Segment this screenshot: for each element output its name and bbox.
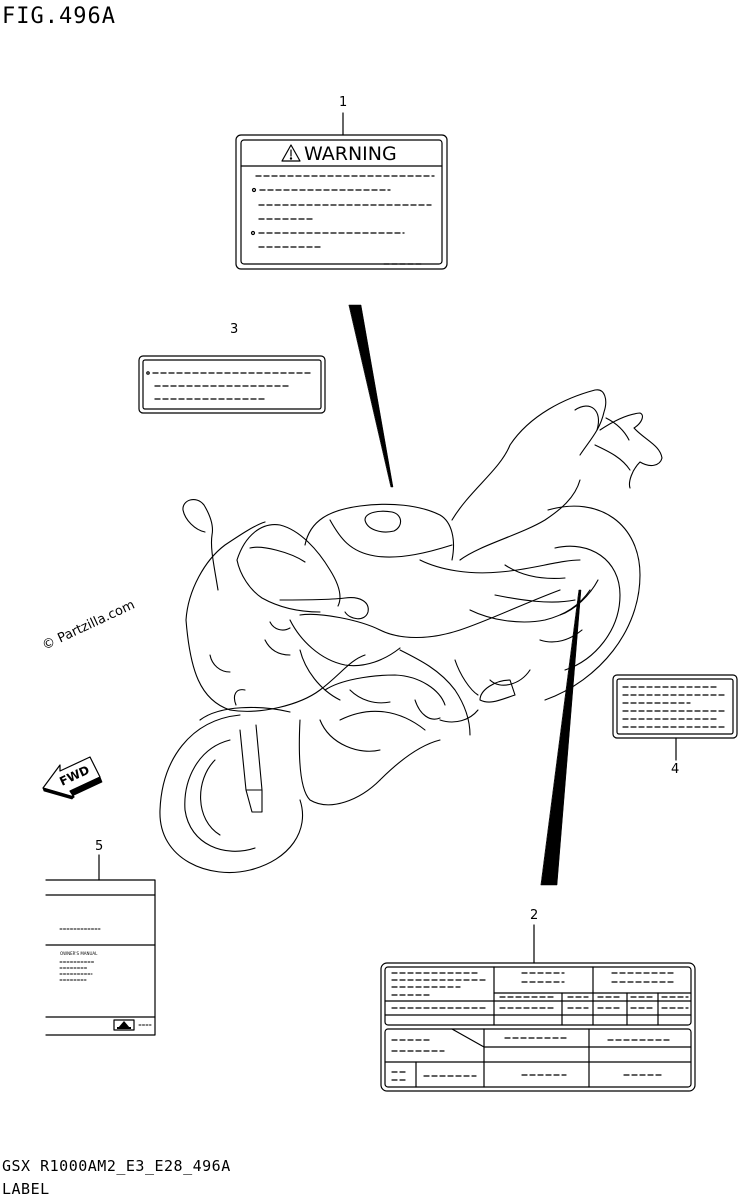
label-part-4[interactable]	[612, 674, 738, 761]
manufacturer-logo-icon	[113, 1019, 135, 1031]
forward-direction-arrow: FWD	[42, 756, 103, 800]
figure-title: FIG.496A	[2, 4, 116, 29]
pointer-wedge-1	[348, 304, 394, 488]
owners-manual-title: OWNER'S MANUAL	[60, 951, 98, 956]
label-part-2[interactable]	[380, 924, 696, 1092]
callout-4: 4	[671, 762, 680, 777]
owners-manual-part-5[interactable]: OWNER'S MANUAL	[45, 854, 156, 1036]
warning-label-part-1[interactable]: WARNING	[235, 112, 448, 270]
motorcycle-illustration	[159, 389, 663, 874]
callout-3: 3	[230, 322, 239, 337]
label-part-3[interactable]	[138, 355, 326, 414]
pointer-wedge-2	[540, 589, 582, 886]
callout-1: 1	[339, 95, 348, 110]
warning-title: WARNING	[304, 143, 397, 165]
callout-2: 2	[530, 908, 539, 923]
callout-5: 5	[95, 839, 104, 854]
footer-code: GSX R1000AM2_E3_E28_496A	[2, 1157, 231, 1175]
warning-triangle-icon	[281, 144, 301, 162]
footer-label: LABEL	[2, 1180, 50, 1198]
